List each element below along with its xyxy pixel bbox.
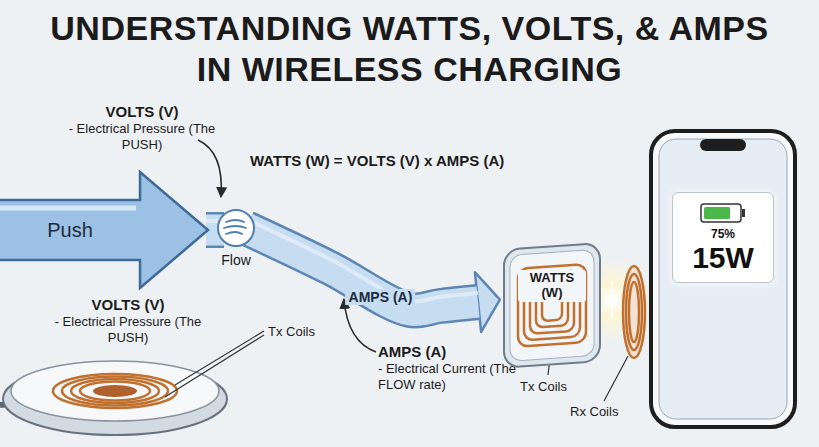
flow-icon: Flow (208, 208, 264, 274)
leader-line (165, 335, 264, 397)
current-band (246, 219, 500, 332)
term-definition: - Electrical Pressure (The PUSH) (48, 314, 208, 345)
phone-screen (659, 139, 787, 419)
phone-body (651, 131, 795, 427)
term-definition: - Electrical Pressure (The PUSH) (62, 121, 222, 152)
edge-label: AMPS (A) (346, 289, 416, 305)
arrow-highlight (0, 206, 136, 211)
tx-coil-pad: WATTS (W) (500, 240, 604, 372)
arrow-shape (0, 172, 208, 288)
charger-pad (0, 361, 227, 435)
title: UNDERSTANDING WATTS, VOLTS, & AMPS IN WI… (29, 8, 791, 90)
text-holder: Flow (208, 252, 264, 268)
node-text: WATTS (W) (518, 270, 586, 302)
battery-card: 75%15W (672, 192, 774, 283)
node-text: Flow (208, 252, 264, 268)
formula: WATTS (W) = VOLTS (V) x AMPS (A) (250, 152, 504, 170)
term-definition: - Electrical Current (The FLOW rate) (378, 361, 528, 392)
node-outline (500, 240, 604, 372)
wind-lines (224, 220, 246, 234)
phone-notch (700, 139, 746, 151)
node-text: 15W (692, 241, 754, 274)
title-block: UNDERSTANDING WATTS, VOLTS, & AMPS IN WI… (0, 8, 819, 90)
text-holder: Push (0, 200, 140, 260)
flow-circle (218, 210, 254, 246)
pad-body (504, 243, 600, 368)
node-text: 75% (711, 227, 735, 241)
arrowhead (475, 272, 500, 332)
pointer-arrow (198, 140, 221, 196)
push-arrow: Push (0, 170, 210, 290)
battery-icon (700, 203, 746, 223)
term-heading: VOLTS (V) (72, 103, 212, 121)
part-label: Tx Coils (268, 324, 315, 340)
node-text: Push (47, 219, 93, 242)
node-outline (208, 208, 264, 250)
text-holder: WATTS (W) (518, 270, 586, 302)
node-outline (0, 170, 210, 290)
leader-line (175, 331, 264, 385)
part-label: Tx Coils (520, 379, 567, 395)
term-heading: VOLTS (V) (58, 296, 198, 314)
part-label: Rx Coils (570, 404, 618, 420)
leader-line (604, 356, 628, 401)
phone: 75%15W (648, 128, 798, 430)
rx-coil (623, 266, 645, 358)
